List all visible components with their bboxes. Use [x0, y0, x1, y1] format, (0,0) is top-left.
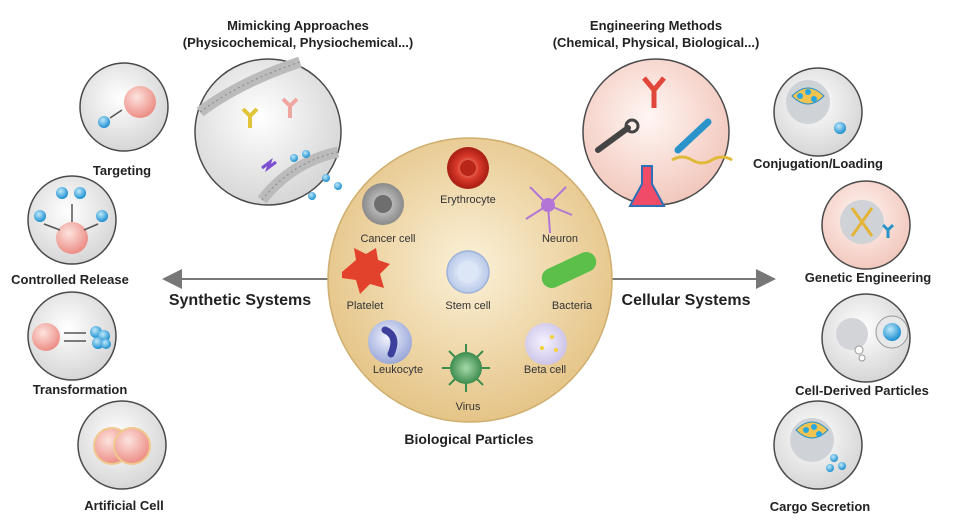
svg-text:Leukocyte: Leukocyte	[373, 364, 423, 376]
mimicking-subtitle: (Physicochemical, Physiochemical...)	[183, 35, 413, 50]
svg-text:Beta cell: Beta cell	[524, 364, 566, 376]
hub-cell-beta: Beta cell	[524, 323, 567, 376]
antibody-icon	[642, 76, 666, 108]
hub-cell-erythrocyte: Erythrocyte	[440, 147, 496, 206]
left-item-targeting: Targeting	[79, 62, 169, 178]
lightning-icon	[261, 157, 277, 173]
controlled-release-icon	[34, 187, 108, 254]
cargo-secretion-icon	[790, 418, 846, 472]
svg-text:Bacteria: Bacteria	[552, 300, 593, 312]
bacteria-icon	[541, 251, 597, 289]
wrench-icon	[595, 125, 631, 153]
right-item-conjugation-loading: Conjugation/Loading	[753, 67, 883, 171]
hub-cell-virus: Virus	[442, 344, 490, 413]
dna-icon	[671, 155, 733, 165]
transformation-icon	[32, 323, 111, 351]
mimicking-title: Mimicking Approaches	[227, 18, 369, 33]
svg-text:Virus: Virus	[456, 401, 481, 413]
cell-derived-particles-icon	[836, 315, 909, 362]
svg-text:Controlled Release: Controlled Release	[11, 272, 129, 287]
artificial-cell-icon	[93, 427, 151, 465]
svg-text:Cargo Secretion: Cargo Secretion	[770, 499, 870, 514]
svg-text:Erythrocyte: Erythrocyte	[440, 194, 496, 206]
hub-cell-stem: Stem cell	[445, 250, 491, 312]
hub-cell-platelet: Platelet	[342, 248, 390, 312]
biological-particles-label: Biological Particles	[404, 431, 533, 447]
svg-text:Genetic Engineering: Genetic Engineering	[805, 270, 931, 285]
hub-cell-bacteria: Bacteria	[541, 251, 597, 312]
left-item-transformation: Transformation	[27, 291, 128, 397]
right-item-cell-derived-particles: Cell-Derived Particles	[795, 293, 929, 398]
virus-icon	[442, 344, 490, 392]
mimicking-approaches-bubble	[194, 56, 342, 206]
svg-text:Platelet: Platelet	[347, 300, 384, 312]
svg-text:Artificial Cell: Artificial Cell	[84, 498, 163, 513]
svg-text:Cell-Derived Particles: Cell-Derived Particles	[795, 383, 929, 398]
left-item-controlled-release: Controlled Release	[11, 175, 129, 287]
svg-text:Targeting: Targeting	[93, 163, 151, 178]
antibody-yellow-icon	[241, 107, 259, 128]
left-item-artificial-cell: Artificial Cell	[77, 400, 167, 513]
beta-cell-icon	[525, 323, 567, 365]
cellular-systems-label: Cellular Systems	[622, 292, 751, 309]
genetic-engineering-icon	[840, 200, 895, 244]
synthetic-systems-label: Synthetic Systems	[169, 292, 311, 309]
leukocyte-icon	[368, 320, 412, 364]
hub-cell-cancer: Cancer cell	[360, 183, 416, 245]
platelet-icon	[342, 248, 390, 294]
targeting-icon	[98, 86, 156, 128]
flask-icon	[628, 165, 666, 207]
hub-cell-neuron: Neuron	[525, 186, 578, 245]
svg-text:Stem cell: Stem cell	[445, 300, 490, 312]
conjugation-icon	[786, 80, 846, 134]
right-item-cargo-secretion: Cargo Secretion	[770, 400, 870, 514]
svg-text:Transformation: Transformation	[33, 382, 128, 397]
engineering-subtitle: (Chemical, Physical, Biological...)	[553, 35, 760, 50]
pen-icon	[674, 118, 712, 154]
engineering-title: Engineering Methods	[590, 18, 722, 33]
neuron-icon	[525, 186, 573, 234]
svg-text:Cancer cell: Cancer cell	[360, 233, 415, 245]
engineering-methods-bubble	[582, 58, 733, 207]
svg-text:Conjugation/Loading: Conjugation/Loading	[753, 156, 883, 171]
hub-cell-leukocyte: Leukocyte	[368, 320, 423, 376]
antibody-pink-icon	[281, 97, 299, 118]
right-item-genetic-engineering: Genetic Engineering	[805, 180, 931, 285]
svg-text:Neuron: Neuron	[542, 233, 578, 245]
